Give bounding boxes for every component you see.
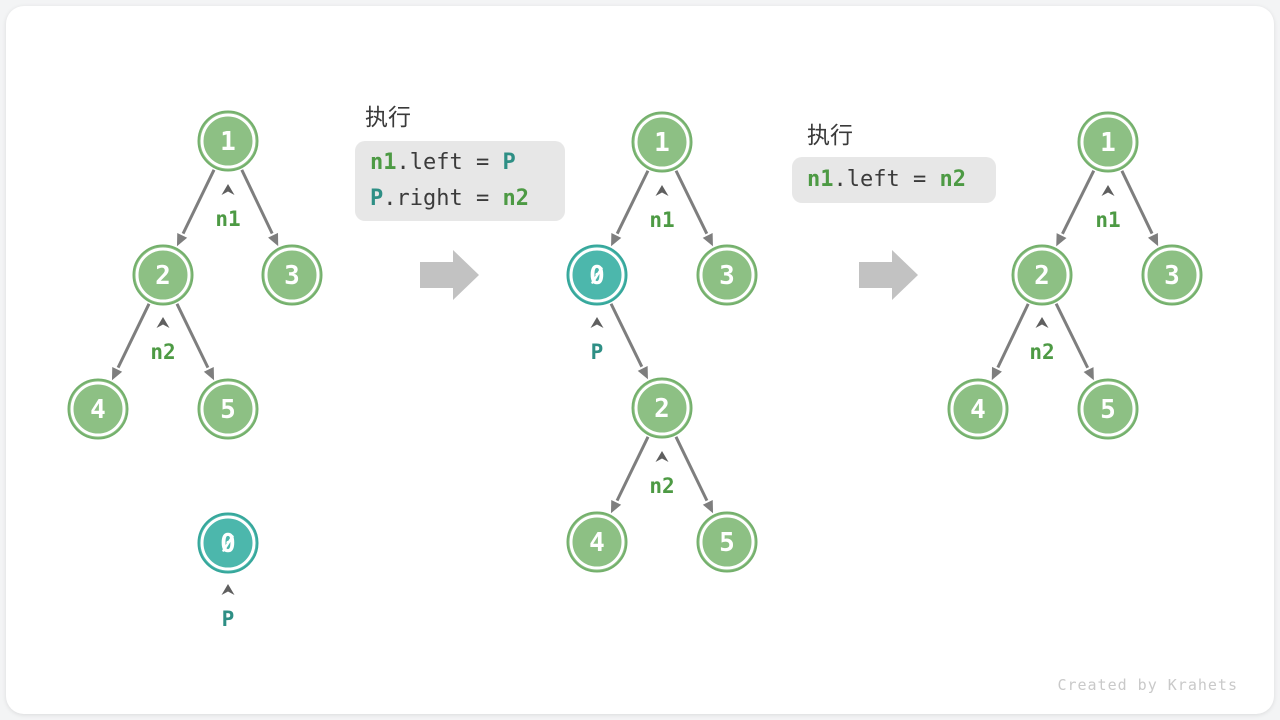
tree-node-ring [264, 247, 320, 303]
tree-node-circle [631, 111, 693, 173]
pointer-label: n1 [649, 208, 674, 232]
tree-node-value: 1 [1100, 128, 1116, 158]
pointer-up-icon [1101, 185, 1115, 196]
tree-node-ring [569, 514, 625, 570]
tree-node-value: 4 [90, 395, 106, 425]
credit-text: Created by Krahets [1057, 676, 1238, 694]
tree-node-circle [197, 110, 259, 172]
tree-node-value: 5 [719, 528, 735, 558]
pointer-up-icon [655, 451, 669, 462]
tree-edge-arrowhead [702, 500, 714, 514]
tree-edge-arrowhead [610, 500, 622, 514]
tree-node-value: 2 [1034, 261, 1050, 291]
tree-node-circle [696, 511, 758, 573]
tree-node-circle [696, 244, 758, 306]
tree-node-value: 2 [155, 261, 171, 291]
tree-node-circle [261, 244, 323, 306]
tree-edge [674, 436, 709, 502]
tree-edge [996, 303, 1030, 369]
tree-node-ring [1144, 247, 1200, 303]
pointer-label: P [591, 340, 604, 364]
tree-edge [1061, 169, 1096, 235]
tree-edge [609, 303, 644, 368]
tree-edge [240, 169, 274, 235]
tree-node-ring [70, 381, 126, 437]
tree-node-circle [67, 378, 129, 440]
tree-edge-arrowhead [1056, 233, 1067, 247]
tree-edge [615, 170, 650, 235]
tree-edge [116, 303, 151, 369]
tree-edge [181, 169, 216, 235]
tree-node-ring [634, 380, 690, 436]
tree-node-value: 1 [654, 128, 670, 158]
tree-node-circle [132, 244, 194, 306]
tree-edge-arrowhead [991, 366, 1002, 381]
tree-node-circle [1077, 111, 1139, 173]
tree-node-value: 1 [220, 127, 236, 157]
tree-node-ring [699, 247, 755, 303]
tree-edge [615, 436, 650, 502]
tree-edge-arrowhead [637, 366, 648, 380]
tree-edge-arrowhead [203, 367, 215, 381]
tree-node-ring [950, 381, 1006, 437]
pointer-label: n1 [1095, 208, 1120, 232]
tree-edge [674, 170, 709, 235]
step-arrow-icon [420, 250, 479, 300]
tree-node-circle [631, 377, 693, 439]
tree-node-ring [200, 381, 256, 437]
pointer-up-icon [590, 317, 604, 328]
pointer-up-icon [156, 317, 170, 328]
tree-node-circle [1141, 244, 1203, 306]
tree-edge [1054, 303, 1090, 369]
tree-node-value: 3 [284, 261, 300, 291]
tree-node-ring [569, 247, 625, 303]
zero-slash [222, 535, 234, 552]
tree-edge [1120, 170, 1154, 235]
tree-node-value: 4 [970, 395, 986, 425]
pointer-up-icon [1035, 317, 1049, 328]
tree-node-value: 2 [654, 394, 670, 424]
tree-edge-arrowhead [111, 367, 123, 381]
pointer-up-icon [655, 185, 669, 196]
tree-node-circle [1011, 244, 1073, 306]
pointer-label: n2 [649, 474, 674, 498]
tree-node-circle [1077, 378, 1139, 440]
tree-node-ring [634, 114, 690, 170]
tree-node-ring [135, 247, 191, 303]
tree-node-circle [566, 511, 628, 573]
pointer-up-icon [221, 584, 235, 595]
tree-node-value: 3 [1164, 261, 1180, 291]
tree-node-value: 3 [719, 261, 735, 291]
tree-node-ring [1014, 247, 1070, 303]
tree-edge-arrowhead [1083, 367, 1094, 381]
tree-edge-arrowhead [1147, 232, 1159, 247]
tree-node-ring [1080, 114, 1136, 170]
tree-edge [175, 303, 210, 369]
tree-node-ring [1080, 381, 1136, 437]
tree-edge-arrowhead [702, 233, 713, 247]
tree-node-ring [200, 113, 256, 169]
tree-node-value: 4 [589, 528, 605, 558]
pointer-up-icon [221, 184, 235, 195]
tree-node-circle [947, 378, 1009, 440]
tree-edge-arrowhead [268, 232, 279, 247]
tree-node-circle [197, 378, 259, 440]
zero-slash [591, 267, 603, 284]
tree-node-value: 5 [220, 395, 236, 425]
tree-node-value: 5 [1100, 395, 1116, 425]
pointer-label: n1 [215, 207, 240, 231]
tree-node-ring [699, 514, 755, 570]
step-arrow-icon [859, 250, 918, 300]
tree-edge-arrowhead [611, 233, 622, 247]
pointer-label: P [222, 607, 235, 631]
pointer-label: n2 [1029, 340, 1054, 364]
tree-node-ring [200, 515, 256, 571]
tree-edge-arrowhead [176, 233, 188, 247]
pointer-label: n2 [150, 340, 175, 364]
